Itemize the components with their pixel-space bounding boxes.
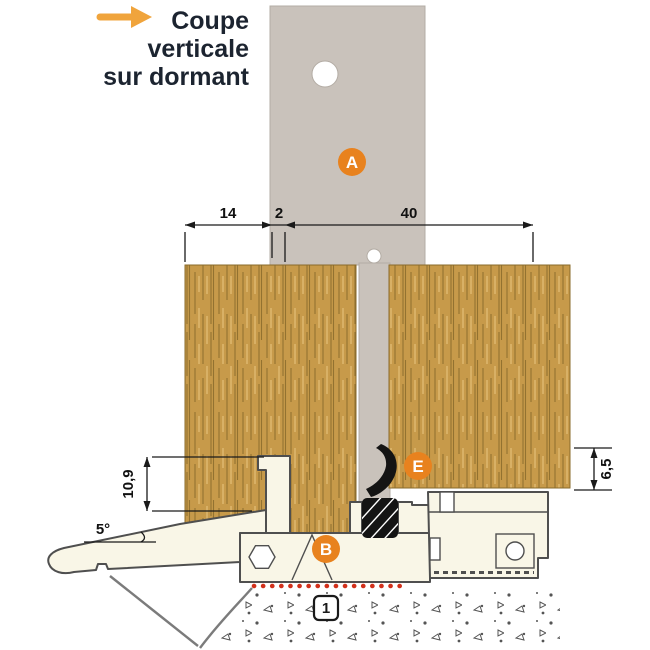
break-line-left — [109, 575, 199, 647]
strap-lower-leg — [358, 262, 391, 504]
t-slot — [429, 537, 441, 561]
badge-B: B — [312, 535, 340, 563]
badge-ground-1: 1 — [312, 594, 340, 622]
hex-chamber-icon — [248, 545, 276, 569]
caption-line-3: sur dormant — [103, 63, 250, 91]
strap-upper-plate — [269, 5, 426, 266]
caption-line-1: Coupe — [171, 7, 249, 35]
badge-A-label: A — [346, 153, 358, 172]
seal-lip-hook — [366, 444, 397, 497]
dim-2: 2 — [275, 205, 283, 222]
screw-port-icon — [505, 541, 525, 561]
fixing-strap — [269, 5, 426, 504]
sill-nose — [47, 509, 267, 575]
break-line-right — [199, 587, 253, 649]
dim-14: 14 — [220, 205, 237, 222]
badge-A: A — [338, 148, 366, 176]
caption: Coupe verticale sur dormant — [96, 6, 250, 91]
dim-40: 40 — [401, 205, 418, 222]
badge-E: E — [404, 452, 432, 480]
internal-struts — [291, 533, 333, 581]
dimension-right: 6,5 — [574, 447, 615, 491]
wood-block-right — [388, 264, 571, 489]
gasket-pocket-right-wall — [397, 501, 431, 534]
dimension-top: 14 2 40 — [184, 205, 534, 262]
strap-hole-icon — [311, 60, 339, 88]
strap-small-hole-icon — [366, 248, 382, 264]
gasket-pocket-left-wall — [349, 501, 363, 534]
section-arrow-icon — [96, 6, 152, 28]
badge-1-label: 1 — [322, 600, 330, 617]
seal-bulb-hatch — [362, 498, 398, 538]
dim-10-9: 10,9 — [120, 469, 137, 498]
badge-B-label: B — [320, 540, 332, 559]
seal-bulb — [362, 498, 398, 538]
wood-frame — [184, 264, 571, 534]
clip-slot — [439, 491, 455, 513]
screw-boss — [495, 533, 535, 569]
seal-gasket — [362, 444, 398, 538]
threshold-profile — [47, 455, 549, 583]
screed-stipple — [205, 590, 560, 648]
dim-5deg: 5° — [96, 521, 110, 538]
dimension-left: 10,9 5° — [84, 456, 264, 543]
ground — [109, 575, 560, 649]
badge-E-label: E — [412, 457, 423, 476]
caption-line-2: verticale — [148, 35, 250, 63]
dim-6-5: 6,5 — [598, 459, 615, 480]
